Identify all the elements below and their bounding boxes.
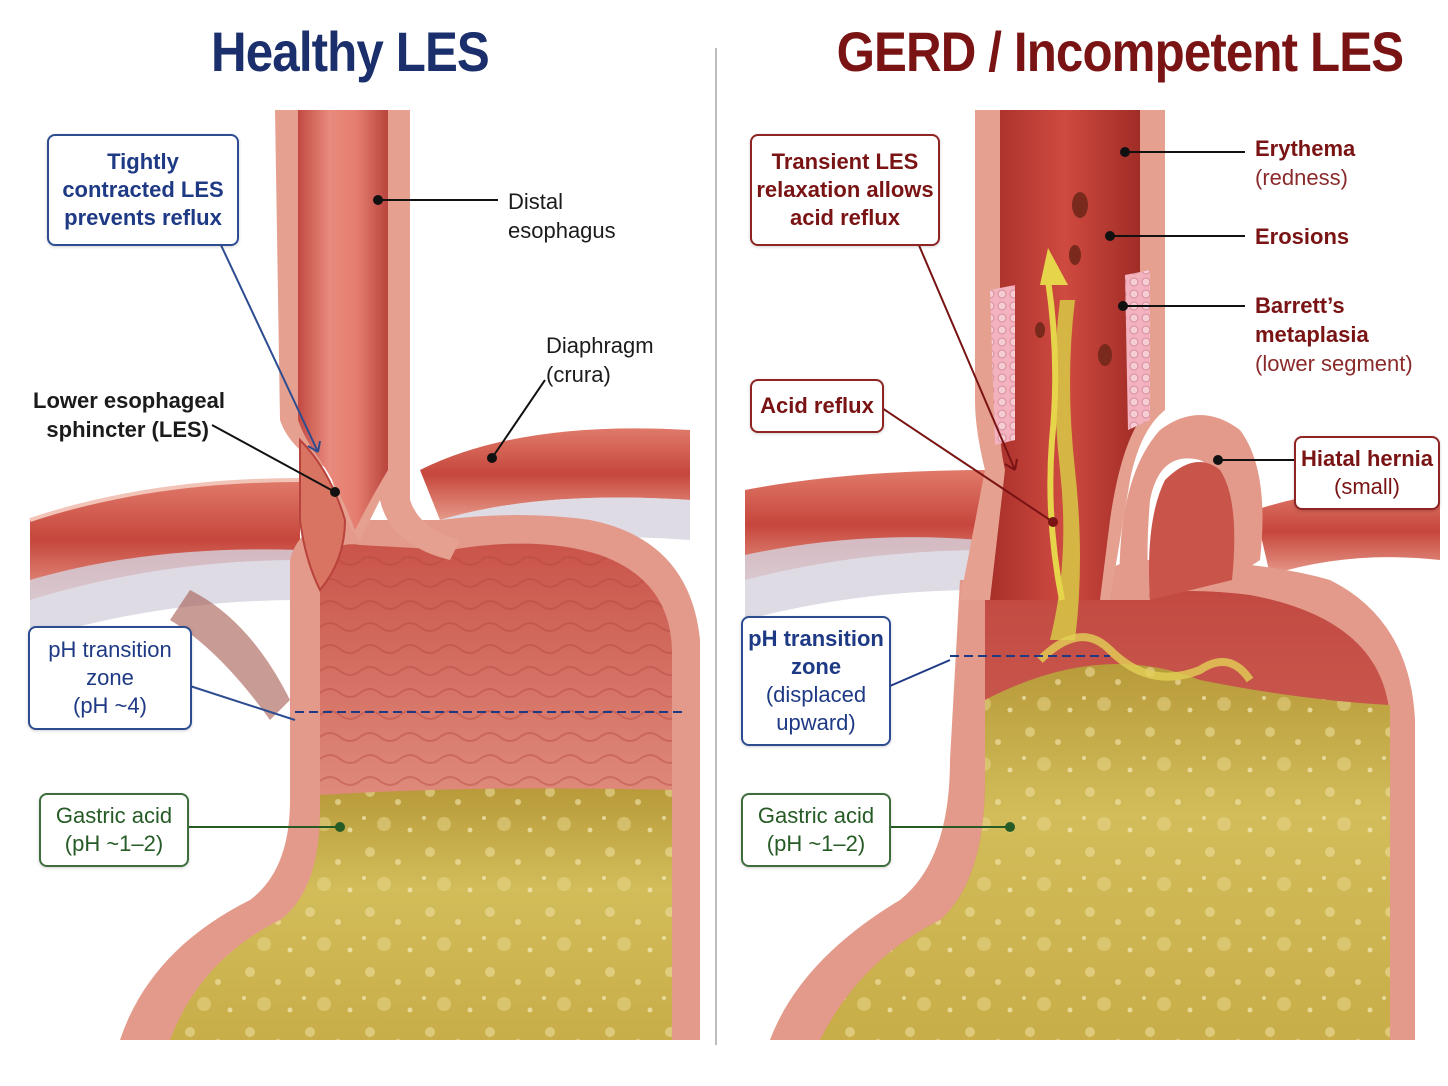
reflux-arrow-head — [1040, 248, 1068, 285]
callout-line: Hiatal hernia — [1300, 446, 1434, 471]
barretts-patch-left — [990, 285, 1015, 445]
hiatal-hernia-pouch — [1119, 415, 1263, 600]
leader-ph-left — [189, 685, 296, 721]
callout-line: Gastric acid — [757, 803, 875, 828]
label-line: (crura) — [546, 362, 611, 387]
leader-les — [211, 424, 336, 493]
label-line: Barrett’s — [1255, 293, 1345, 318]
label-line: (redness) — [1255, 165, 1348, 190]
callout-ph-transition-gerd: pH transition zone (displaced upward) — [741, 616, 891, 746]
label-erythema: Erythema (redness) — [1255, 134, 1355, 192]
callout-gastric-acid-healthy: Gastric acid (pH ~1–2) — [39, 793, 189, 867]
leader-transient — [917, 242, 1016, 471]
label-lower-esophageal-sphincter: Lower esophageal sphincter (LES) — [33, 386, 225, 444]
label-line: sphincter (LES) — [46, 417, 209, 442]
healthy-panel — [29, 110, 700, 1040]
callout-line: pH transition — [748, 626, 884, 651]
label-line: Diaphragm — [546, 333, 654, 358]
label-diaphragm: Diaphragm (crura) — [546, 331, 654, 389]
callout-ph-transition-healthy: pH transition zone (pH ~4) — [28, 626, 192, 730]
label-erosions: Erosions — [1255, 222, 1349, 251]
callout-line: upward) — [776, 710, 856, 735]
callout-line: (displaced — [765, 682, 867, 707]
label-distal-esophagus: Distal esophagus — [508, 187, 616, 245]
label-line: Distal — [508, 189, 564, 214]
callout-line: (pH ~4) — [73, 693, 147, 718]
label-line: (lower segment) — [1255, 351, 1413, 376]
healthy-les-band — [299, 437, 347, 592]
callout-line: contracted LES — [62, 177, 224, 202]
callout-line: pH transition — [48, 637, 172, 662]
label-barretts-metaplasia: Barrett’s metaplasia (lower segment) — [1255, 291, 1413, 378]
callout-tightly-contracted-les: Tightly contracted LES prevents reflux — [47, 134, 239, 246]
label-line: esophagus — [508, 218, 616, 243]
erosion-3 — [1098, 344, 1112, 366]
label-line: Erythema — [1255, 136, 1356, 161]
barretts-patch-right — [1125, 270, 1150, 430]
healthy-esophagus-lumen — [298, 110, 388, 530]
callout-acid-reflux: Acid reflux — [750, 379, 884, 433]
title-gerd: GERD / Incompetent LES — [836, 20, 1404, 83]
callout-hiatal-hernia: Hiatal hernia (small) — [1294, 436, 1440, 510]
callout-line: prevents reflux — [64, 205, 222, 230]
callout-line: acid reflux — [789, 205, 901, 230]
label-line: Lower esophageal — [33, 388, 225, 413]
erosion-1 — [1072, 192, 1088, 218]
callout-line: Acid reflux — [760, 393, 874, 418]
callout-line: zone — [790, 654, 842, 679]
callout-line: Tightly — [107, 149, 179, 174]
leader-acid-reflux — [881, 407, 1054, 523]
callout-line: Transient LES — [771, 149, 919, 174]
gerd-panel — [745, 110, 1440, 1040]
leader-tightly — [219, 242, 319, 453]
title-healthy-les: Healthy LES — [211, 20, 490, 83]
reflux-arrow-shaft — [1045, 279, 1065, 601]
callout-line: Gastric acid — [55, 803, 173, 828]
callout-line: (pH ~1–2) — [64, 831, 164, 856]
leader-diaphragm — [491, 379, 546, 459]
label-line: metaplasia — [1255, 322, 1369, 347]
erosion-4 — [1035, 322, 1045, 338]
callout-gastric-acid-gerd: Gastric acid (pH ~1–2) — [741, 793, 891, 867]
erosion-2 — [1069, 245, 1081, 265]
leader-ph-right — [889, 659, 951, 687]
diaphragm-left-membrane — [30, 549, 300, 640]
label-line: Erosions — [1255, 224, 1350, 249]
callout-line: relaxation allows — [756, 177, 934, 202]
diaphragm-right-muscle — [420, 428, 690, 520]
callout-transient-les-relaxation: Transient LES relaxation allows acid ref… — [750, 134, 940, 246]
callout-line: (small) — [1334, 474, 1400, 499]
callout-line: (pH ~1–2) — [766, 831, 866, 856]
callout-line: zone — [86, 665, 134, 690]
